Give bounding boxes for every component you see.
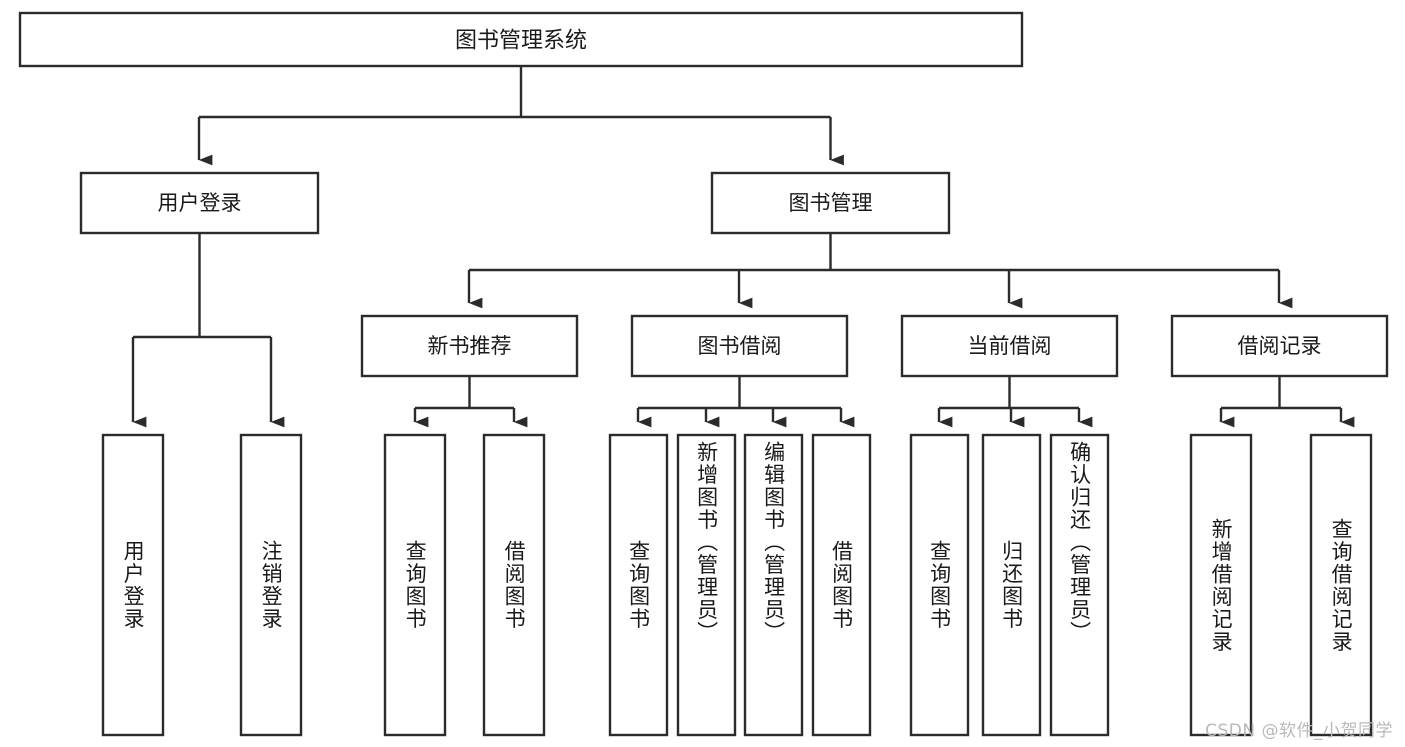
connector-group-book-management xyxy=(467,233,1293,309)
node-new-book-recommend-box[interactable] xyxy=(360,314,579,378)
node-leaf-logout-box[interactable] xyxy=(239,433,303,737)
node-leaf-user-login-box[interactable] xyxy=(101,433,165,737)
connector-group-user-login xyxy=(131,233,285,428)
node-leaf-return-book-box[interactable] xyxy=(981,433,1042,737)
node-current-borrow-label: 当前借阅 xyxy=(968,334,1052,358)
node-root-box[interactable] xyxy=(18,11,1024,68)
node-root[interactable]: 图书管理系统 xyxy=(18,11,1024,68)
connector-group-root xyxy=(197,66,844,166)
connector-group-book-borrow xyxy=(636,376,855,428)
node-book-management[interactable]: 图书管理 xyxy=(710,171,951,235)
node-user-login[interactable]: 用户登录 xyxy=(79,171,320,235)
node-current-borrow[interactable]: 当前借阅 xyxy=(900,314,1119,378)
node-book-borrow[interactable]: 图书借阅 xyxy=(630,314,849,378)
node-book-management-box[interactable] xyxy=(710,171,951,235)
node-leaf-add-record-box[interactable] xyxy=(1189,433,1253,737)
node-leaf-query-record-box[interactable] xyxy=(1309,433,1373,737)
node-leaf-borrow-book-2-box[interactable] xyxy=(811,433,872,737)
connector-group-new-book-recommend xyxy=(413,376,528,428)
node-leaf-borrow-book-1-box[interactable] xyxy=(482,433,546,737)
node-leaf-edit-book-box[interactable] xyxy=(743,433,804,737)
node-borrow-records-label: 借阅记录 xyxy=(1238,334,1322,358)
node-user-login-box[interactable] xyxy=(79,171,320,235)
csdn-watermark: CSDN @软件_小贺同学 xyxy=(1205,721,1393,741)
node-book-borrow-box[interactable] xyxy=(630,314,849,378)
connector-group-borrow-records xyxy=(1219,376,1355,428)
node-leaf-add-book-box[interactable] xyxy=(676,433,737,737)
node-borrow-records[interactable]: 借阅记录 xyxy=(1170,314,1389,378)
node-root-label: 图书管理系统 xyxy=(455,29,587,54)
node-new-book-recommend[interactable]: 新书推荐 xyxy=(360,314,579,378)
node-leaf-query-book-2-box[interactable] xyxy=(608,433,669,737)
node-leaf-confirm-return-box[interactable] xyxy=(1049,433,1110,737)
connector-group-current-borrow xyxy=(937,376,1093,428)
node-current-borrow-box[interactable] xyxy=(900,314,1119,378)
node-new-book-recommend-label: 新书推荐 xyxy=(428,334,512,358)
node-leaf-query-book-3-box[interactable] xyxy=(909,433,970,737)
node-leaf-query-book-1-box[interactable] xyxy=(383,433,447,737)
node-book-borrow-label: 图书借阅 xyxy=(698,334,782,358)
node-user-login-label: 用户登录 xyxy=(158,191,242,215)
node-borrow-records-box[interactable] xyxy=(1170,314,1389,378)
node-book-management-label: 图书管理 xyxy=(789,191,873,215)
